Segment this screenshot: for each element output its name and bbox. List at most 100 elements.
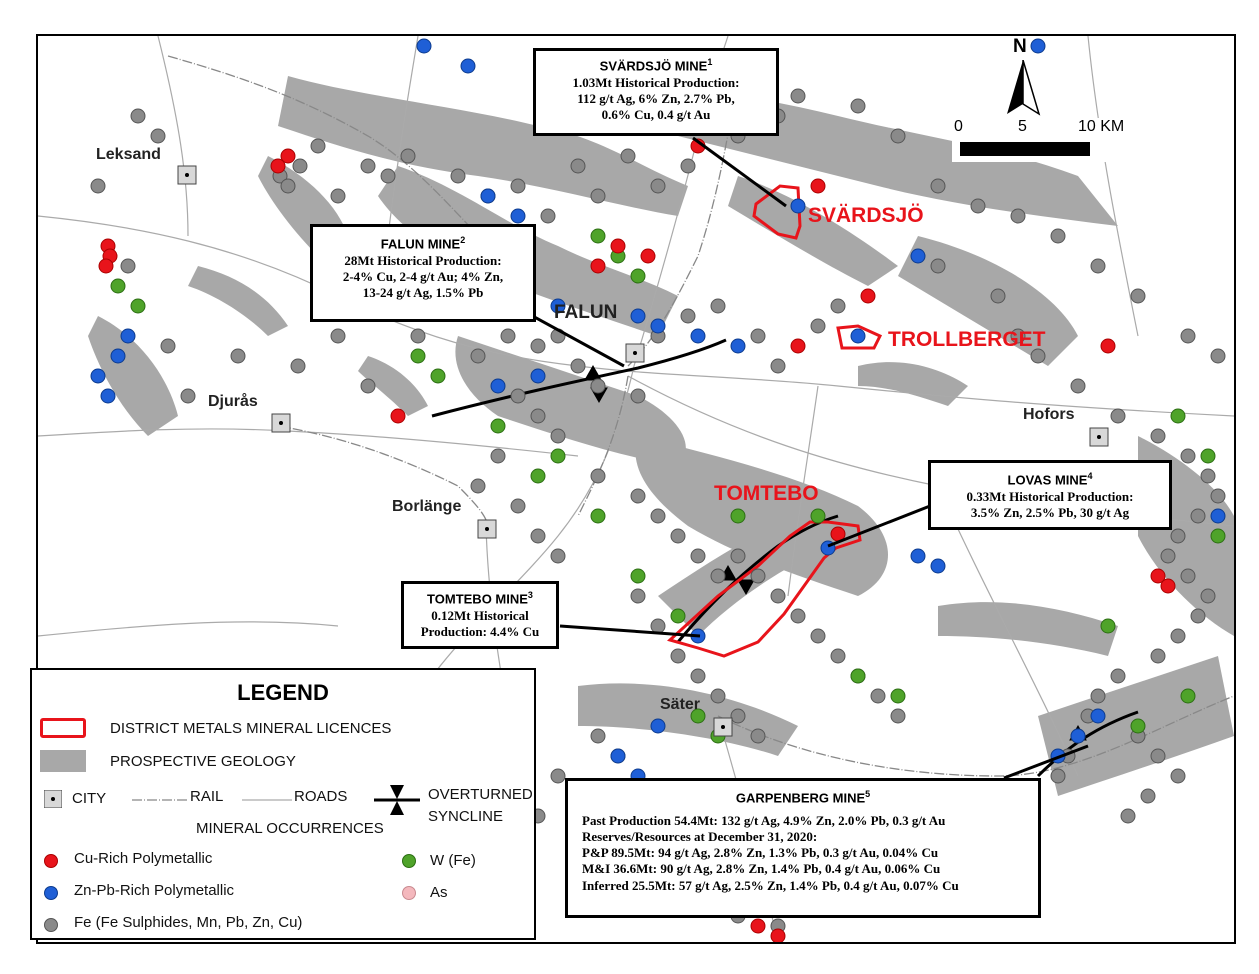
fe-occurrence-icon (730, 708, 746, 724)
fe-occurrence-icon (292, 158, 308, 174)
fe-occurrence-icon (160, 338, 176, 354)
fe-occurrence-icon (400, 148, 416, 164)
fe-occurrence-icon (890, 128, 906, 144)
fe-occurrence-icon (1150, 748, 1166, 764)
zn-occurrence-icon (110, 348, 126, 364)
fe-occurrence-icon (540, 208, 556, 224)
zn-occurrence-icon (530, 368, 546, 384)
legend-city: CITY (72, 790, 107, 807)
fe-occurrence-icon (470, 478, 486, 494)
cu-occurrence-icon (790, 338, 806, 354)
w-occurrence-icon (590, 508, 606, 524)
city-icon (271, 413, 291, 433)
fe-occurrence-icon (1130, 288, 1146, 304)
cu-occurrence-icon (1100, 338, 1116, 354)
zn-occurrence-icon (480, 188, 496, 204)
zn-occurrence-icon (630, 308, 646, 324)
legend-occurrences: MINERAL OCCURRENCES (196, 820, 384, 837)
callout-line: M&I 36.6Mt: 90 g/t Ag, 2.8% Zn, 1.4% Pb,… (582, 861, 941, 877)
fe-occurrence-icon (630, 388, 646, 404)
fe-occurrence-icon (680, 158, 696, 174)
fe-occurrence-icon (870, 688, 886, 704)
callout-title: GARPENBERG MINE (735, 790, 866, 806)
fe-occurrence-icon (530, 528, 546, 544)
fe-occurrence-icon (690, 548, 706, 564)
w-dot-icon (402, 854, 416, 868)
cu-occurrence-icon (610, 238, 626, 254)
fe-occurrence-icon (830, 298, 846, 314)
fe-occurrence-icon (770, 588, 786, 604)
w-occurrence-icon (630, 568, 646, 584)
licence-label-svardsjo: SVÄRDSJÖ (808, 204, 924, 227)
fe-occurrence-icon (1170, 768, 1186, 784)
fe-occurrence-icon (550, 428, 566, 444)
fe-occurrence-icon (650, 508, 666, 524)
scale-label-10: 10 KM (1078, 118, 1125, 135)
city-label-sater: Säter (660, 696, 701, 713)
fe-occurrence-icon (690, 668, 706, 684)
legend-licences: DISTRICT METALS MINERAL LICENCES (110, 720, 392, 737)
city-label-borlange: Borlänge (392, 498, 462, 515)
fe-occurrence-icon (750, 328, 766, 344)
fe-occurrence-icon (550, 768, 566, 784)
w-occurrence-icon (1130, 718, 1146, 734)
cu-occurrence-icon (640, 248, 656, 264)
fe-occurrence-icon (590, 728, 606, 744)
fe-occurrence-icon (1120, 808, 1136, 824)
callout-ref: 3 (527, 590, 533, 600)
zn-occurrence-icon (510, 208, 526, 224)
w-occurrences (110, 228, 1226, 744)
legend-cu: Cu-Rich Polymetallic (74, 850, 213, 867)
north-arrow-icon (1007, 60, 1041, 116)
city-icon (477, 519, 497, 539)
w-occurrence-icon (730, 508, 746, 524)
fe-occurrence-icon (530, 338, 546, 354)
fe-occurrence-icon (150, 128, 166, 144)
fe-occurrence-icon (1010, 208, 1026, 224)
licence-swatch (40, 718, 86, 738)
fe-occurrence-icon (790, 608, 806, 624)
fe-occurrence-icon (1180, 328, 1196, 344)
cu-occurrence-icon (270, 158, 286, 174)
city-label-falun: FALUN (554, 302, 618, 323)
cu-occurrence-icon (770, 928, 786, 942)
zn-occurrence-icon (650, 718, 666, 734)
w-occurrence-icon (630, 268, 646, 284)
fe-occurrence-icon (90, 178, 106, 194)
cu-occurrence-icon (390, 408, 406, 424)
fe-occurrence-icon (470, 348, 486, 364)
zn-occurrence-icon (730, 338, 746, 354)
w-occurrence-icon (490, 418, 506, 434)
fe-occurrence-icon (330, 328, 346, 344)
scale-label-0: 0 (954, 118, 963, 135)
fe-occurrence-icon (1180, 568, 1196, 584)
fe-occurrence-icon (810, 318, 826, 334)
fe-occurrence-icon (730, 548, 746, 564)
fe-occurrence-icon (1050, 768, 1066, 784)
callout-title: LOVAS MINE (1007, 472, 1088, 488)
cu-occurrence-icon (280, 148, 296, 164)
fe-dot-icon (44, 918, 58, 932)
fe-occurrence-icon (710, 568, 726, 584)
fe-occurrence-icon (280, 178, 296, 194)
fe-occurrence-icon (1070, 378, 1086, 394)
cu-dot-icon (44, 854, 58, 868)
fe-occurrence-icon (360, 378, 376, 394)
callout-line: Production: 4.4% Cu (420, 623, 540, 639)
zn-occurrence-icon (610, 748, 626, 764)
legend-zn: Zn-Pb-Rich Polymetallic (74, 882, 235, 899)
legend: LEGEND DISTRICT METALS MINERAL LICENCES … (30, 668, 536, 940)
w-occurrence-icon (530, 468, 546, 484)
north-label: N (1013, 36, 1027, 57)
fe-occurrence-icon (490, 448, 506, 464)
fe-occurrence-icon (380, 168, 396, 184)
callout-ref: 1 (707, 57, 713, 67)
cu-occurrence-icon (590, 258, 606, 274)
w-occurrence-icon (130, 298, 146, 314)
fe-occurrence-icon (1170, 628, 1186, 644)
callout-line: 28Mt Historical Production: (344, 252, 502, 268)
syncline-icon (374, 785, 420, 815)
city-markers (177, 165, 1109, 737)
w-occurrence-icon (590, 228, 606, 244)
fe-occurrence-icon (360, 158, 376, 174)
